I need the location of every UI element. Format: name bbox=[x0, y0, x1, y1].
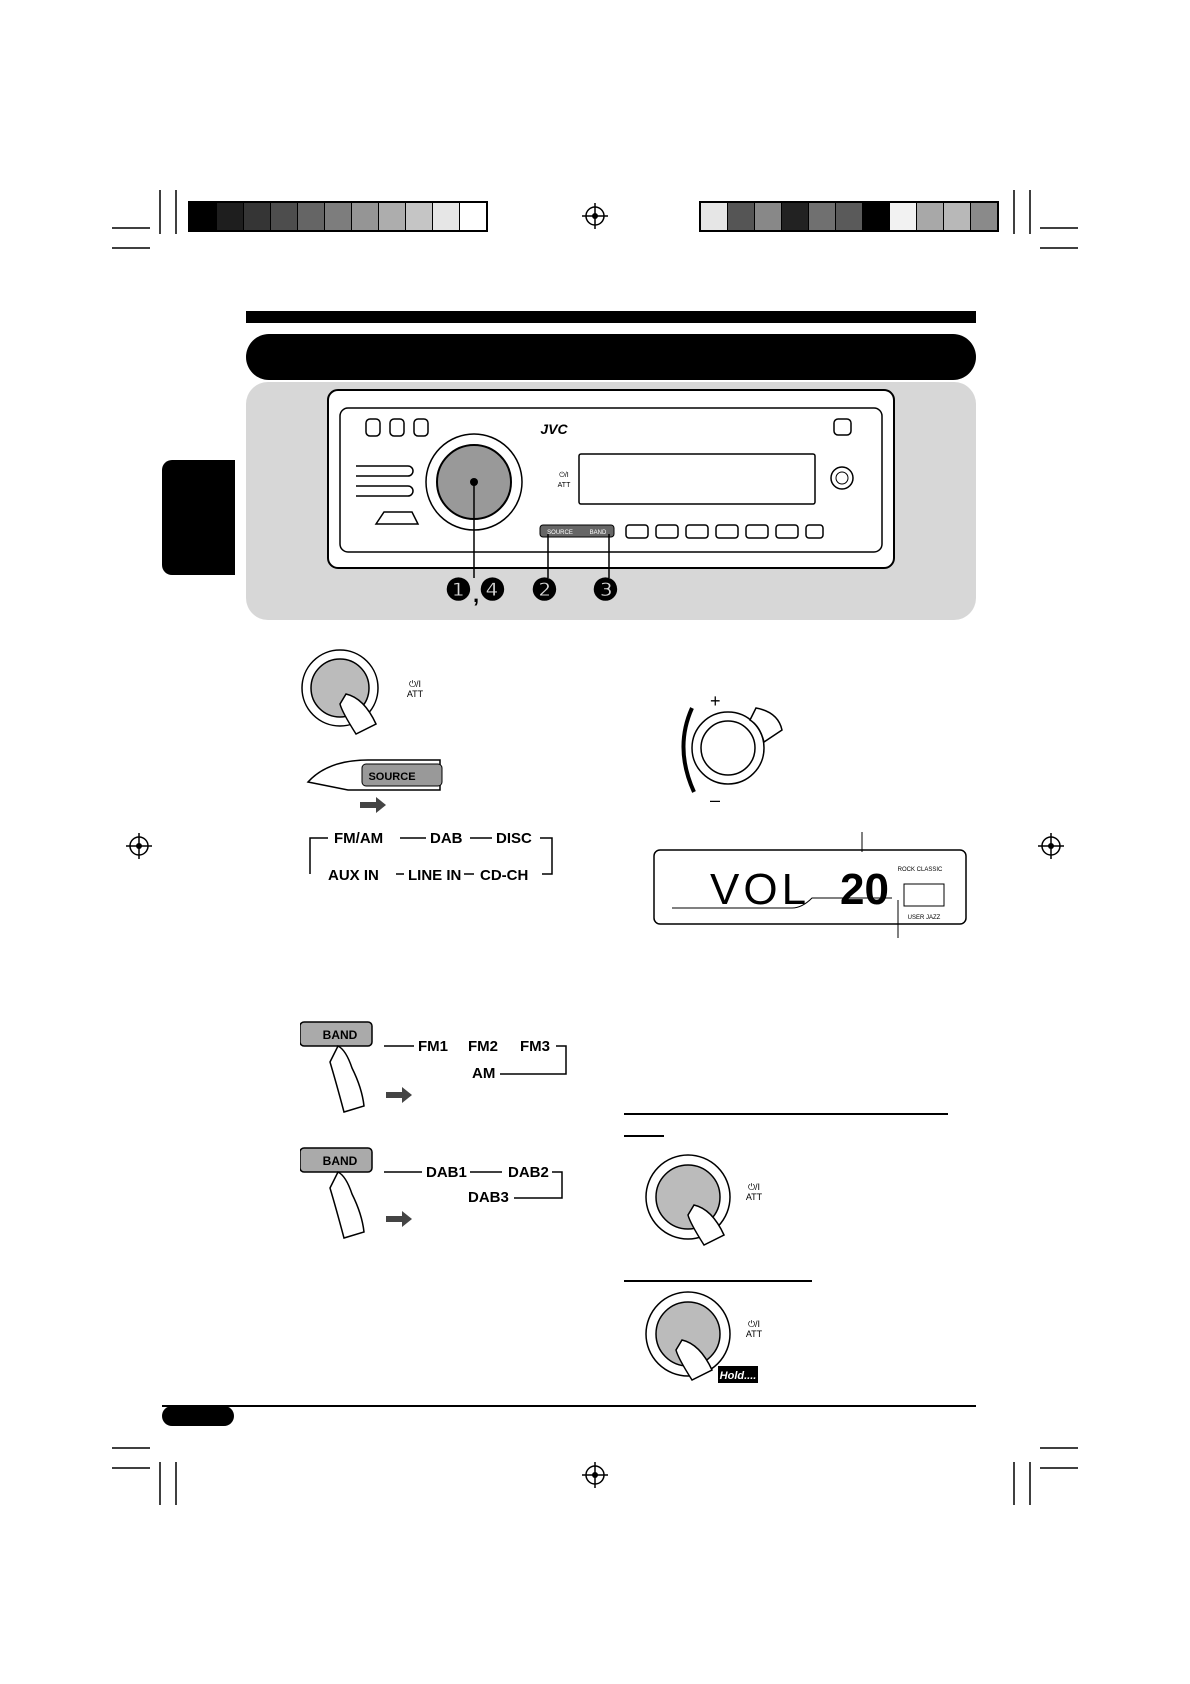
svg-text:BAND: BAND bbox=[590, 530, 607, 536]
gray-swatch bbox=[782, 203, 809, 230]
fm-band-cycle: BAND FM1 FM2 FM3 AM bbox=[300, 1021, 567, 1113]
gray-swatch bbox=[379, 203, 406, 230]
source-aux-in: AUX IN bbox=[328, 867, 379, 884]
volume-knob-illustration: + – bbox=[681, 691, 783, 810]
callout-3: ❸ bbox=[592, 574, 619, 607]
power-label: ⏻/I bbox=[559, 471, 568, 479]
source-cycle-diagram: SOURCE FM/AM DAB DISC AUX IN LINE IN CD-… bbox=[306, 759, 553, 884]
gray-swatch bbox=[944, 203, 971, 230]
gray-scale-bar-left bbox=[188, 201, 488, 232]
svg-text:USER JAZZ: USER JAZZ bbox=[908, 915, 941, 921]
callout-2: ❷ bbox=[531, 574, 558, 607]
gray-swatch bbox=[728, 203, 755, 230]
knob-press-illustration: ⏻/I ATT bbox=[301, 649, 424, 735]
gray-swatch bbox=[217, 203, 244, 230]
car-stereo-faceplate: JVC ⏻/I ATT SOURCE BAND ❶ , ❹ ❷ ❸ bbox=[327, 389, 895, 607]
svg-text:BAND: BAND bbox=[323, 1028, 358, 1042]
source-dab: DAB bbox=[430, 830, 463, 847]
svg-text:⏻/I: ⏻/I bbox=[748, 1182, 760, 1192]
gray-swatch bbox=[298, 203, 325, 230]
gray-swatch bbox=[244, 203, 271, 230]
lcd-vol-text: VOL bbox=[710, 865, 810, 914]
section-rule-1 bbox=[624, 1113, 948, 1115]
gray-scale-bar-right bbox=[699, 201, 999, 232]
att-knob-illustration: ⏻/I ATT bbox=[645, 1154, 763, 1246]
band-fm2: FM2 bbox=[468, 1038, 498, 1055]
section-rule-3 bbox=[624, 1280, 812, 1282]
callout-1: ❶ bbox=[445, 574, 472, 607]
band-dab3: DAB3 bbox=[468, 1189, 509, 1206]
gray-swatch bbox=[406, 203, 433, 230]
dab-band-cycle: BAND DAB1 DAB2 DAB3 bbox=[300, 1147, 563, 1239]
volume-plus: + bbox=[710, 691, 721, 711]
svg-text:ROCK CLASSIC: ROCK CLASSIC bbox=[898, 867, 943, 873]
svg-text:BAND: BAND bbox=[323, 1154, 358, 1168]
band-dab2: DAB2 bbox=[508, 1164, 549, 1181]
brand-logo: JVC bbox=[540, 421, 568, 437]
page-number-tab bbox=[162, 1406, 234, 1426]
svg-text:SOURCE: SOURCE bbox=[547, 530, 573, 536]
arrow-icon bbox=[360, 797, 386, 813]
band-fm1: FM1 bbox=[418, 1038, 448, 1055]
source-disc: DISC bbox=[496, 830, 532, 847]
volume-minus: – bbox=[710, 790, 720, 810]
title-band bbox=[246, 334, 976, 380]
finger-icon bbox=[339, 693, 377, 735]
svg-text:ATT: ATT bbox=[746, 1329, 763, 1339]
band-fm3: FM3 bbox=[520, 1038, 550, 1055]
gray-swatch bbox=[325, 203, 352, 230]
lcd-display: VOL 20 ROCK CLASSIC USER JAZZ bbox=[653, 832, 967, 938]
lcd-vol-value: 20 bbox=[840, 865, 889, 914]
att-label: ATT bbox=[558, 482, 571, 489]
svg-text:ATT: ATT bbox=[746, 1192, 763, 1202]
callout-4: ❹ bbox=[479, 574, 506, 607]
gray-swatch bbox=[352, 203, 379, 230]
source-fm-am: FM/AM bbox=[334, 830, 383, 847]
gray-swatch bbox=[917, 203, 944, 230]
gray-swatch bbox=[271, 203, 298, 230]
section-rule-2 bbox=[624, 1135, 664, 1137]
gray-swatch bbox=[809, 203, 836, 230]
gray-swatch bbox=[863, 203, 890, 230]
hold-label: Hold.... bbox=[720, 1370, 757, 1382]
band-dab1: DAB1 bbox=[426, 1164, 467, 1181]
gray-swatch bbox=[836, 203, 863, 230]
svg-text:⏻/I: ⏻/I bbox=[748, 1319, 760, 1329]
language-tab bbox=[162, 460, 235, 575]
header-rule bbox=[246, 311, 976, 323]
gray-swatch bbox=[460, 203, 486, 230]
footer-rule bbox=[162, 1405, 976, 1407]
gray-swatch bbox=[190, 203, 217, 230]
gray-swatch bbox=[433, 203, 460, 230]
svg-text:⏻/I: ⏻/I bbox=[409, 679, 421, 689]
gray-swatch bbox=[890, 203, 917, 230]
gray-swatch bbox=[701, 203, 728, 230]
gray-swatch bbox=[971, 203, 997, 230]
source-button-label: SOURCE bbox=[368, 771, 415, 783]
svg-text:ATT: ATT bbox=[407, 689, 424, 699]
source-band-buttons[interactable] bbox=[539, 524, 615, 538]
svg-text:,: , bbox=[473, 582, 479, 607]
gray-swatch bbox=[755, 203, 782, 230]
band-am: AM bbox=[472, 1065, 495, 1082]
hold-knob-illustration: ⏻/I ATT Hold.... bbox=[645, 1291, 763, 1383]
source-line-in: LINE IN bbox=[408, 867, 461, 884]
source-cd-ch: CD-CH bbox=[480, 867, 528, 884]
